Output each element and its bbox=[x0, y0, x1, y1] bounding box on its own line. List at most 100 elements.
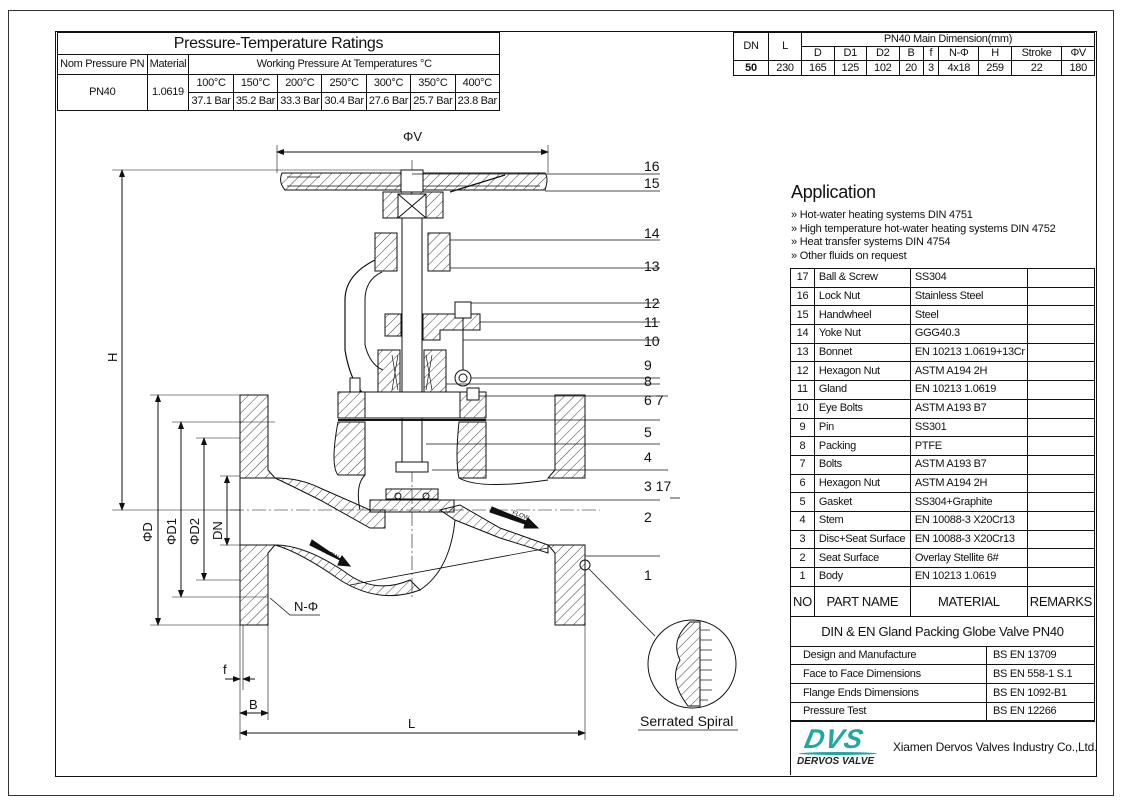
callout-number: 12 bbox=[644, 295, 660, 311]
company-name: Xiamen Dervos Valves Industry Co.,Ltd. bbox=[893, 740, 1098, 754]
application-item: » Heat transfer systems DIN 4754 bbox=[791, 236, 951, 248]
header-part-name: PART NAME bbox=[813, 585, 911, 617]
dim-value: 22 bbox=[1010, 60, 1063, 76]
logo-text: DERVOS VALVE bbox=[797, 756, 875, 767]
left-flange-bottom bbox=[239, 544, 277, 626]
callout-number: 15 bbox=[644, 175, 660, 191]
callout-number: 9 bbox=[644, 357, 652, 373]
serrated-spiral-label: Serrated Spiral bbox=[640, 713, 733, 729]
gland-right bbox=[422, 313, 481, 341]
body-wall-right bbox=[438, 504, 549, 554]
pn-value: PN40 bbox=[57, 74, 148, 111]
label-f: f bbox=[223, 662, 227, 677]
serrated-spiral-detail bbox=[647, 619, 737, 709]
callout-number: 10 bbox=[644, 333, 660, 349]
header-remarks: REMARKS bbox=[1026, 585, 1096, 617]
chevron-right-icon: » bbox=[791, 236, 800, 248]
right-flange-bottom bbox=[546, 544, 586, 626]
disc bbox=[385, 488, 439, 500]
callout-number: 16 bbox=[644, 158, 660, 174]
detail-marker bbox=[579, 559, 591, 571]
gland-left bbox=[384, 313, 402, 337]
bolt bbox=[349, 377, 361, 393]
lock-nut bbox=[400, 169, 424, 193]
callout-number: 6 7 bbox=[644, 392, 664, 408]
label-d1: ΦD1 bbox=[164, 518, 179, 545]
label-b: B bbox=[249, 697, 258, 712]
callout-number: 8 bbox=[644, 373, 652, 389]
material-value: 1.0619 bbox=[146, 74, 190, 111]
body-wall-upper-left bbox=[274, 477, 386, 529]
flow-arrow-icon bbox=[489, 506, 540, 529]
divider bbox=[790, 720, 791, 775]
drawing-border bbox=[55, 31, 1097, 777]
bonnet-yoke bbox=[344, 259, 376, 393]
application-list: » Hot-water heating systems DIN 4751 » H… bbox=[791, 209, 1056, 263]
chevron-right-icon: » bbox=[791, 209, 800, 221]
callout-number: 14 bbox=[644, 225, 660, 241]
callout-number: 2 bbox=[644, 509, 652, 525]
label-dn: DN bbox=[210, 521, 225, 540]
header-material: MATERIAL bbox=[909, 585, 1028, 617]
yoke-nut-right bbox=[427, 232, 451, 272]
pressure-cell: 23.8 Bar bbox=[454, 92, 501, 111]
callout-number: 11 bbox=[644, 314, 659, 330]
label-v: ΦV bbox=[403, 129, 422, 144]
application-section: Application » Hot-water heating systems … bbox=[791, 182, 1056, 263]
callout-number: 4 bbox=[644, 449, 652, 465]
label-d2: ΦD2 bbox=[187, 518, 202, 545]
stem bbox=[401, 217, 423, 469]
body-wall-lower bbox=[274, 544, 421, 597]
callout-leaders bbox=[412, 173, 680, 557]
logo-swoosh bbox=[799, 752, 877, 755]
right-flange-top bbox=[546, 394, 586, 479]
label-d: ΦD bbox=[140, 522, 155, 542]
pt-title: Pressure-Temperature Ratings bbox=[57, 32, 500, 55]
pressure-temperature-table: Pressure-Temperature Ratings Nom Pressur… bbox=[57, 32, 501, 111]
dn-value: 50 bbox=[733, 60, 769, 76]
label-n: N-Φ bbox=[294, 599, 318, 614]
callout-number: 5 bbox=[644, 424, 652, 440]
label-l: L bbox=[408, 716, 415, 731]
dim-value: 20 bbox=[898, 60, 924, 76]
chevron-right-icon: » bbox=[791, 249, 800, 262]
valve-title: DIN & EN Gland Packing Globe Valve PN40 bbox=[790, 615, 1095, 647]
application-item: » Other fluids on request bbox=[791, 249, 907, 262]
dervos-logo: DVS DERVOS VALVE bbox=[797, 724, 887, 771]
chevron-right-icon: » bbox=[791, 222, 800, 235]
divider bbox=[790, 720, 1095, 722]
dim-value: 180 bbox=[1061, 60, 1095, 76]
packing bbox=[391, 354, 433, 391]
flow-label: FLOW bbox=[511, 510, 530, 522]
label-h: H bbox=[105, 353, 120, 362]
part-name: Bolts bbox=[813, 454, 911, 475]
application-item: » High temperature hot-water heating sys… bbox=[791, 222, 1056, 235]
callout-number: 1 bbox=[644, 567, 652, 583]
main-dimension-table: DN L PN40 Main Dimension(mm) D D1 D2 B f… bbox=[733, 32, 1095, 76]
yoke-nut-left bbox=[374, 232, 398, 272]
col-l: L bbox=[768, 32, 802, 61]
left-flange-top bbox=[239, 394, 277, 479]
hexagon-nut bbox=[454, 301, 472, 319]
application-item: » Hot-water heating systems DIN 4751 bbox=[791, 209, 973, 221]
l-value: 230 bbox=[768, 60, 802, 76]
callout-number: 13 bbox=[644, 258, 660, 274]
stem-collar bbox=[395, 461, 429, 473]
drawing-frame bbox=[8, 10, 1114, 796]
application-title: Application bbox=[791, 182, 876, 202]
callout-number: 3 17 bbox=[644, 478, 671, 494]
col-dn: DN bbox=[733, 32, 769, 61]
